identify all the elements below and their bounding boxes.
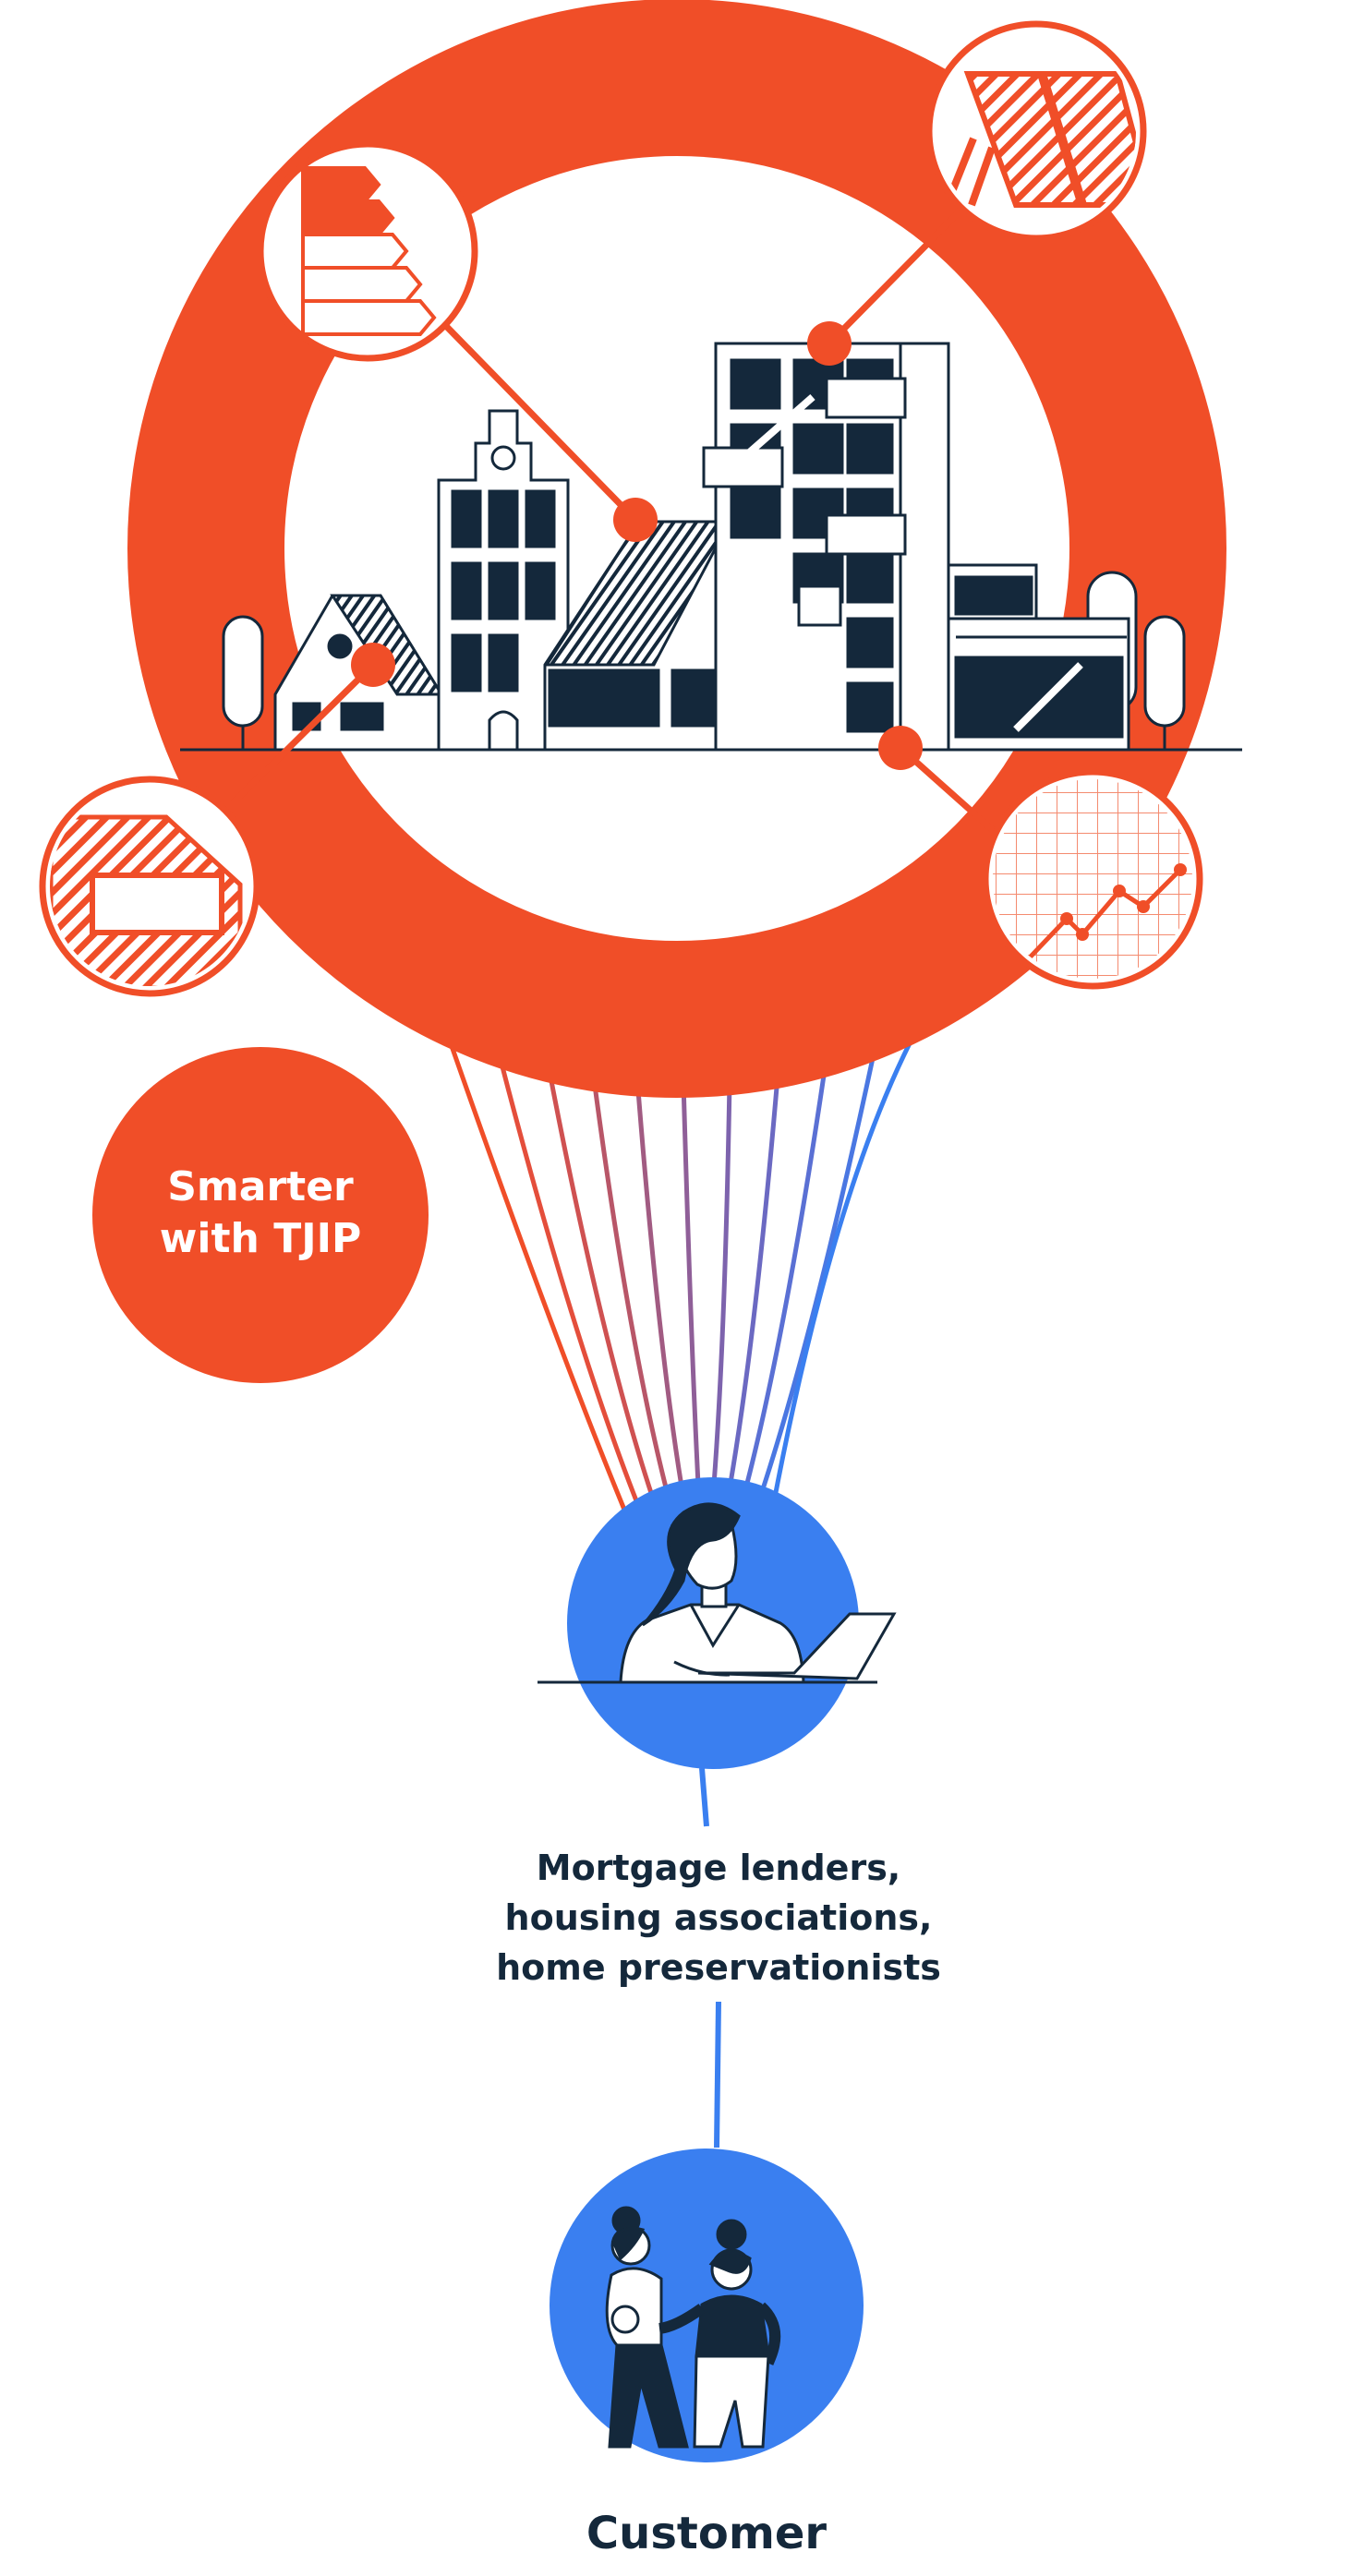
solar-panel-icon [925,20,1147,242]
insulation-icon [39,776,260,997]
connector-lines [230,208,1005,841]
city-skyline-icon [180,342,1242,752]
professionals-label: Mortgage lenders, housing associations, … [496,1848,941,1988]
professionals-label-line2: housing associations, [505,1897,933,1938]
tjip-hub: Smarter with TJIP [92,1047,429,1383]
growth-chart-icon [982,768,1203,990]
professional-at-laptop-icon [538,1502,897,1684]
customer-label: Customer [586,2508,827,2559]
energy-label-icon [257,140,478,362]
tjip-label-line1: Smarter [167,1163,354,1210]
blue-connectors [699,1767,721,2149]
professionals-label-line1: Mortgage lenders, [537,1848,901,1888]
connector-dots [351,321,923,770]
professional-node [538,1477,897,1769]
customer-node [550,2149,864,2462]
professionals-label-line3: home preservationists [496,1947,941,1988]
data-stream-lines [448,1041,912,1511]
main-ring [127,0,1226,1098]
tjip-label-line2: with TJIP [160,1215,361,1262]
customers-icon [605,2206,781,2449]
